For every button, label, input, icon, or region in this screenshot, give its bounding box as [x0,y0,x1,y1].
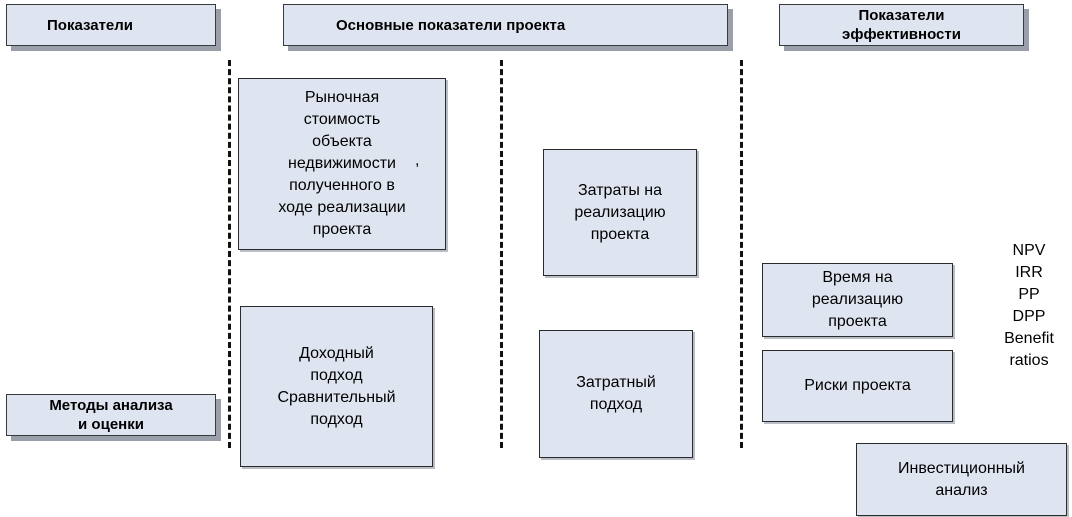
box-approaches-text: Доходный подход Сравнительный подход [277,344,396,428]
box-costs-text: Затраты на реализацию проекта [574,181,666,243]
box-investment-text: Инвестиционный анализ [898,459,1025,499]
box-market-value-text: Рыночная стоимость объекта недвижимости … [278,89,406,238]
header-main-indicators: Основные показатели проекта [283,4,728,46]
header-indicators: Показатели [6,4,216,46]
comma-mark: , [415,152,420,169]
box-risks-text: Риски проекта [804,377,911,394]
header-indicators-label: Показатели [47,17,134,34]
header-methods-label: Методы анализа и оценки [49,397,173,433]
divider-line-left [228,60,231,448]
divider-line-middle [500,60,503,448]
divider-line-right [740,60,743,448]
metric-item: IRR [1015,264,1043,281]
header-methods: Методы анализа и оценки [6,394,216,436]
metric-item: Benefit [1004,330,1054,347]
metric-item: PP [1018,286,1040,303]
box-cost-approach: Затратный подход [539,330,693,458]
box-risks: Риски проекта [762,350,953,422]
box-time-text: Время на реализацию проекта [811,269,904,330]
metric-item: ratios [1009,352,1049,369]
box-investment: Инвестиционный анализ [856,443,1067,516]
header-main-indicators-label: Основные показатели проекта [336,17,566,34]
box-cost-approach-text: Затратный подход [576,374,656,413]
metric-item: DPP [1012,308,1046,325]
box-time: Время на реализацию проекта [762,263,953,337]
box-costs: Затраты на реализацию проекта [543,149,697,276]
box-market-value: Рыночная стоимость объекта недвижимости … [238,78,446,250]
header-efficiency-label: Показатели эффективности [842,7,961,43]
box-approaches: Доходный подход Сравнительный подход [240,306,433,467]
metric-item: NPV [1012,242,1046,259]
header-efficiency: Показатели эффективности [779,4,1024,46]
metrics-list: NPV IRR PP DPP Benefit ratios [985,240,1072,372]
